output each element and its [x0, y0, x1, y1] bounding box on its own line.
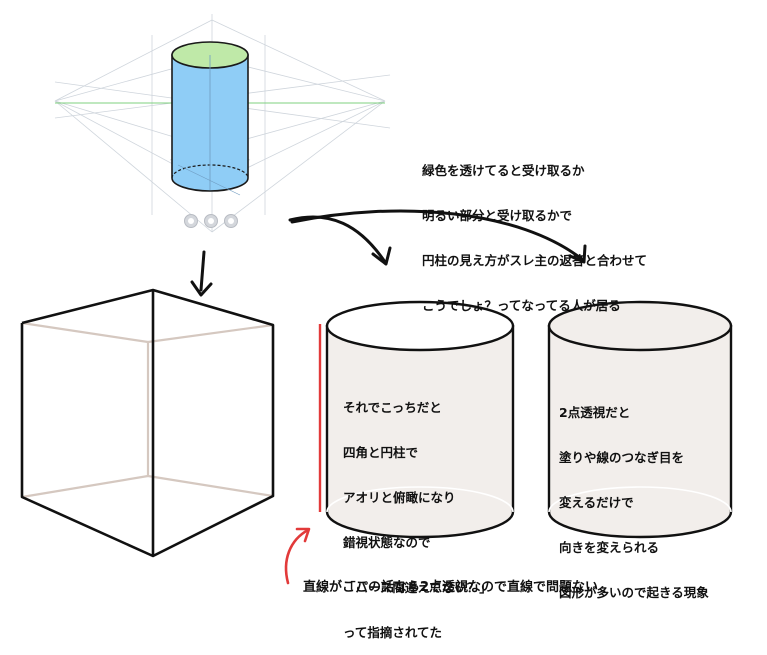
arrow-to-cube [199, 250, 206, 292]
middle-cylinder-text: それでこっちだと 四角と円柱で アオリと俯瞰になり 錯視状態なので 「パース間違… [343, 370, 492, 655]
arrows [190, 209, 587, 297]
right-cylinder-top [547, 300, 733, 352]
top-note: 緑色を透けてると受け取るか 明るい部分と受け取るかで 円柱の見え方がスレ主の返答… [422, 133, 647, 328]
middle-text-line: 「パース間違えてない？」 [343, 580, 492, 595]
arrow-to-middle-cylinder [288, 215, 387, 264]
middle-text-line: 四角と円柱で [343, 445, 419, 460]
middle-text-line: アオリと俯瞰になり [343, 490, 456, 505]
top-note-line: 円柱の見え方がスレ主の返答と合わせて [422, 253, 648, 268]
bottom-caption: 直線がここの話なら2点透視なので直線で問題ない [303, 580, 599, 595]
zoom-icon[interactable] [184, 214, 198, 228]
right-text-line: 変えるだけで [559, 495, 634, 510]
fit-icon[interactable] [204, 214, 218, 228]
top-note-line: 緑色を透けてると受け取るか [422, 163, 585, 178]
middle-cylinder-bottom-back [326, 486, 514, 513]
right-cylinder-bottom-back [548, 486, 732, 513]
right-cylinder [547, 300, 733, 539]
right-text-line: 図形が多いので起きる現象 [559, 585, 709, 600]
arrow-to-right-cylinder [290, 209, 585, 262]
top-note-line: こうでしょ？ってなってる人が居る [422, 298, 621, 313]
right-text-line: 2点透視だと [559, 405, 631, 420]
top-note-line: 明るい部分と受け取るかで [422, 208, 573, 223]
middle-text-line: って指摘されてた [343, 625, 443, 640]
cube-visible-edges [20, 288, 275, 558]
right-cylinder-text: 2点透視だと 塗りや線のつなぎ目を 変えるだけで 向きを変えられる 図形が多いの… [559, 375, 709, 615]
right-text-line: 向きを変えられる [559, 540, 660, 555]
diagram-canvas [20, 14, 733, 585]
middle-text-line: 錯視状態なので [343, 535, 431, 550]
cube-hidden-edges [21, 321, 274, 499]
reset-icon[interactable] [224, 214, 238, 228]
middle-cylinder [325, 300, 515, 539]
cube-drawing [20, 288, 275, 558]
red-arrow [284, 527, 311, 585]
middle-cylinder-top [325, 300, 515, 352]
cylinder-thumbnail [54, 14, 391, 233]
middle-text-line: それでこっちだと [343, 400, 442, 415]
thumbnail-base-guide [177, 164, 241, 196]
right-text-line: 塗りや線のつなぎ目を [559, 450, 685, 465]
